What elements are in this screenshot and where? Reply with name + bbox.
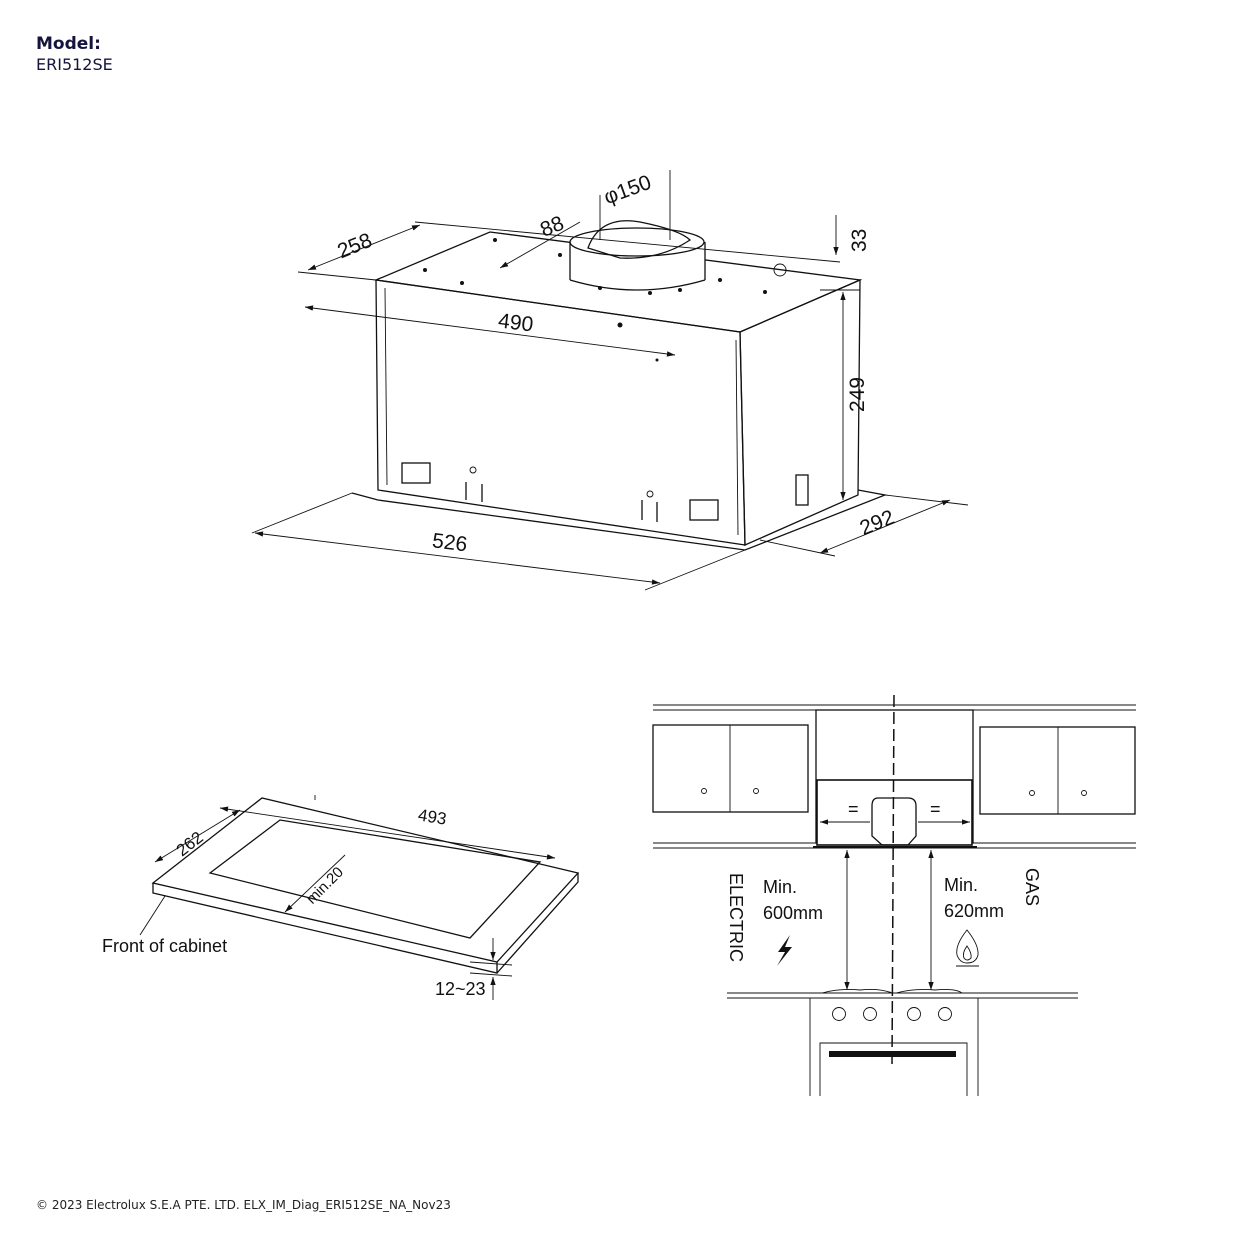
equal-mark-left: = [848,799,859,819]
cutout-opening [208,819,542,939]
footer-copyright: © 2023 Electrolux S.E.A PTE. LTD. ELX_IM… [36,1198,451,1212]
model-number: ERI512SE [36,55,113,74]
mount-bracket-left [401,462,431,484]
wall-cabinet-right [979,726,1136,815]
dim-width-top: 490 [497,309,535,336]
center-line [891,694,895,1066]
installation-elevation-drawing: = = ELECTRIC Min. 600mm GAS Min. 620mm [652,694,1136,1096]
dim-duct-diameter: φ150 [601,171,655,209]
gas-min: Min. [944,875,978,895]
front-leader-line [139,895,166,936]
dim-width-base: 526 [431,529,469,556]
lightning-icon [777,935,792,966]
hood-front-view [816,779,973,846]
gas-distance: 620mm [944,901,1004,921]
flame-icon [956,929,979,967]
dim-min-front: min.20 [303,864,347,908]
oven-handle [829,1051,956,1057]
wall-cabinet-left [652,724,809,813]
duct-collar [569,220,706,291]
equal-mark-right: = [930,799,941,819]
duct-outlet [871,797,917,846]
dim-depth-base: 292 [857,506,898,540]
gas-label: GAS [1022,868,1042,906]
electric-distance: 600mm [763,903,823,923]
mount-bracket-right [689,499,719,521]
stove-knobs [832,1007,952,1021]
front-of-cabinet-label: Front of cabinet [102,936,227,956]
electric-label: ELECTRIC [726,873,746,962]
dim-top-height: 33 [848,229,871,252]
electric-min: Min. [763,877,797,897]
oven-door [819,1042,968,1096]
dim-board-thickness: 12~23 [435,979,486,999]
hood-isometric-drawing: 258 88 φ150 33 490 249 526 292 [251,170,969,591]
model-label: Model: [36,34,101,54]
dim-cutout-width: 493 [417,805,448,828]
dim-depth-top: 258 [334,229,375,263]
dim-duct-offset: 88 [537,212,567,242]
hood-side-face [739,279,861,546]
dim-height: 249 [846,377,869,412]
dim-cutout-depth: 262 [173,828,207,860]
cabinet-cutout-drawing: 493 262 min.20 Front of cabinet 12~23 [102,795,580,1000]
